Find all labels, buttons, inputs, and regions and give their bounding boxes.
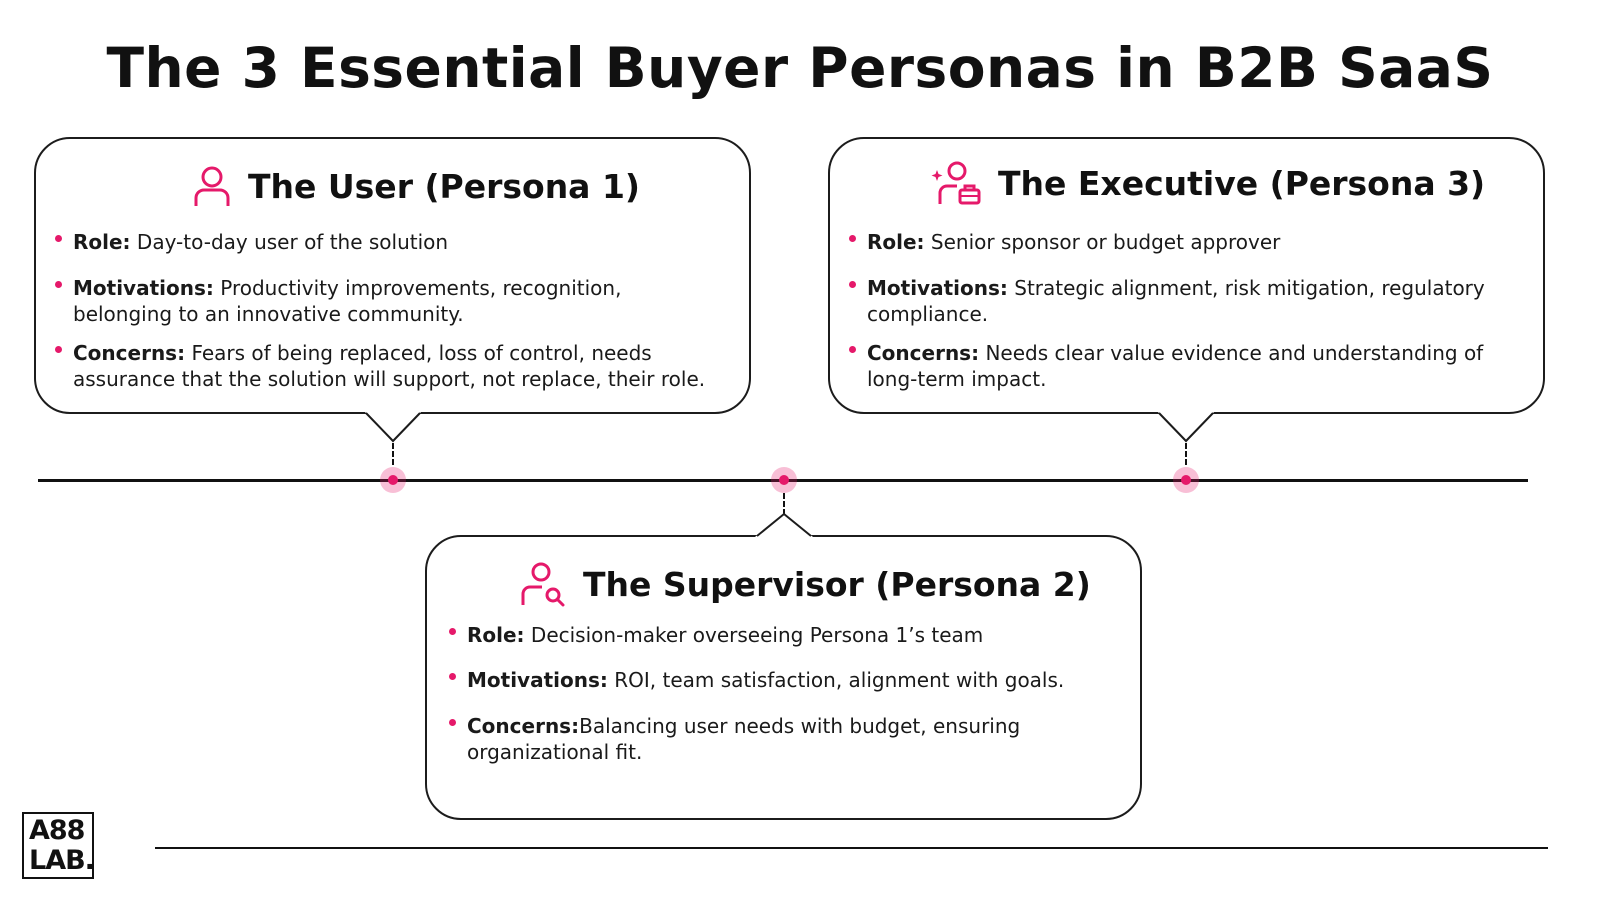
persona-card-executive [828, 137, 1545, 414]
logo: A88 LAB. [22, 812, 95, 879]
list-item: Motivations: Strategic alignment, risk m… [849, 275, 1509, 327]
persona-2-bullets: Role: Decision-maker overseeing Persona … [449, 622, 1089, 765]
bullet-dot [849, 346, 856, 353]
bullet-text: Decision-maker overseeing Persona 1’s te… [524, 623, 984, 647]
list-item: Role: Day-to-day user of the solution [55, 229, 745, 255]
page-title: The 3 Essential Buyer Personas in B2B Sa… [106, 36, 1494, 100]
logo-line-2: LAB. [29, 845, 95, 876]
list-item: Concerns:Balancing user needs with budge… [449, 713, 1047, 765]
bullet-dot [849, 281, 856, 288]
bullet-text: Strategic alignment, risk mitigation, re… [867, 276, 1485, 326]
bullet-dot [449, 628, 456, 635]
persona-2-header: The Supervisor (Persona 2) [519, 561, 1091, 607]
list-item: Role: Senior sponsor or budget approver [849, 229, 1509, 255]
list-item: Concerns: Needs clear value evidence and… [849, 340, 1509, 392]
bullet-dot [55, 281, 62, 288]
bullet-dot [449, 673, 456, 680]
bullet-text: Fears of being replaced, loss of control… [73, 341, 706, 391]
connector-dash [1185, 443, 1187, 465]
footer-divider [155, 847, 1548, 849]
bullet-label: Motivations: [467, 668, 608, 692]
persona-1-header: The User (Persona 1) [192, 164, 640, 208]
timeline-node-persona-2 [771, 467, 797, 493]
connector-dash [783, 493, 785, 515]
bullet-text: Needs clear value evidence and understan… [867, 341, 1484, 391]
logo-line-1: A88 [29, 815, 85, 846]
persona-1-bullets: Role: Day-to-day user of the solution Mo… [55, 229, 745, 392]
bullet-dot [849, 235, 856, 242]
callout-pointer [755, 512, 813, 537]
list-item: Concerns: Fears of being replaced, loss … [55, 340, 745, 392]
bullet-dot [55, 235, 62, 242]
user-search-icon [519, 561, 567, 607]
bullet-text: Day-to-day user of the solution [130, 230, 449, 254]
persona-3-bullets: Role: Senior sponsor or budget approver … [849, 229, 1509, 392]
list-item: Role: Decision-maker overseeing Persona … [449, 622, 1089, 648]
bullet-label: Concerns: [73, 341, 186, 365]
bullet-text: Senior sponsor or budget approver [924, 230, 1281, 254]
bullet-text: ROI, team satisfaction, alignment with g… [607, 668, 1065, 692]
callout-pointer [1157, 411, 1215, 443]
bullet-label: Role: [467, 623, 525, 647]
bullet-label: Motivations: [867, 276, 1008, 300]
timeline-node-persona-3 [1173, 467, 1199, 493]
list-item: Motivations: ROI, team satisfaction, ali… [449, 667, 1089, 693]
user-briefcase-icon [930, 160, 982, 206]
bullet-label: Role: [867, 230, 925, 254]
bullet-text: Balancing user needs with budget, ensuri… [467, 714, 1021, 764]
persona-3-title: The Executive (Persona 3) [998, 163, 1486, 203]
connector-dash [392, 443, 394, 465]
user-icon [192, 164, 232, 208]
callout-pointer [364, 411, 422, 443]
bullet-dot [449, 719, 456, 726]
persona-1-title: The User (Persona 1) [248, 166, 640, 206]
bullet-label: Concerns: [467, 714, 580, 738]
persona-2-title: The Supervisor (Persona 2) [583, 564, 1091, 604]
bullet-label: Concerns: [867, 341, 980, 365]
bullet-text: Productivity improvements, recognition, … [73, 276, 622, 326]
bullet-label: Role: [73, 230, 131, 254]
list-item: Motivations: Productivity improvements, … [55, 275, 673, 327]
timeline-node-persona-1 [380, 467, 406, 493]
persona-3-header: The Executive (Persona 3) [930, 160, 1485, 206]
bullet-dot [55, 346, 62, 353]
bullet-label: Motivations: [73, 276, 214, 300]
